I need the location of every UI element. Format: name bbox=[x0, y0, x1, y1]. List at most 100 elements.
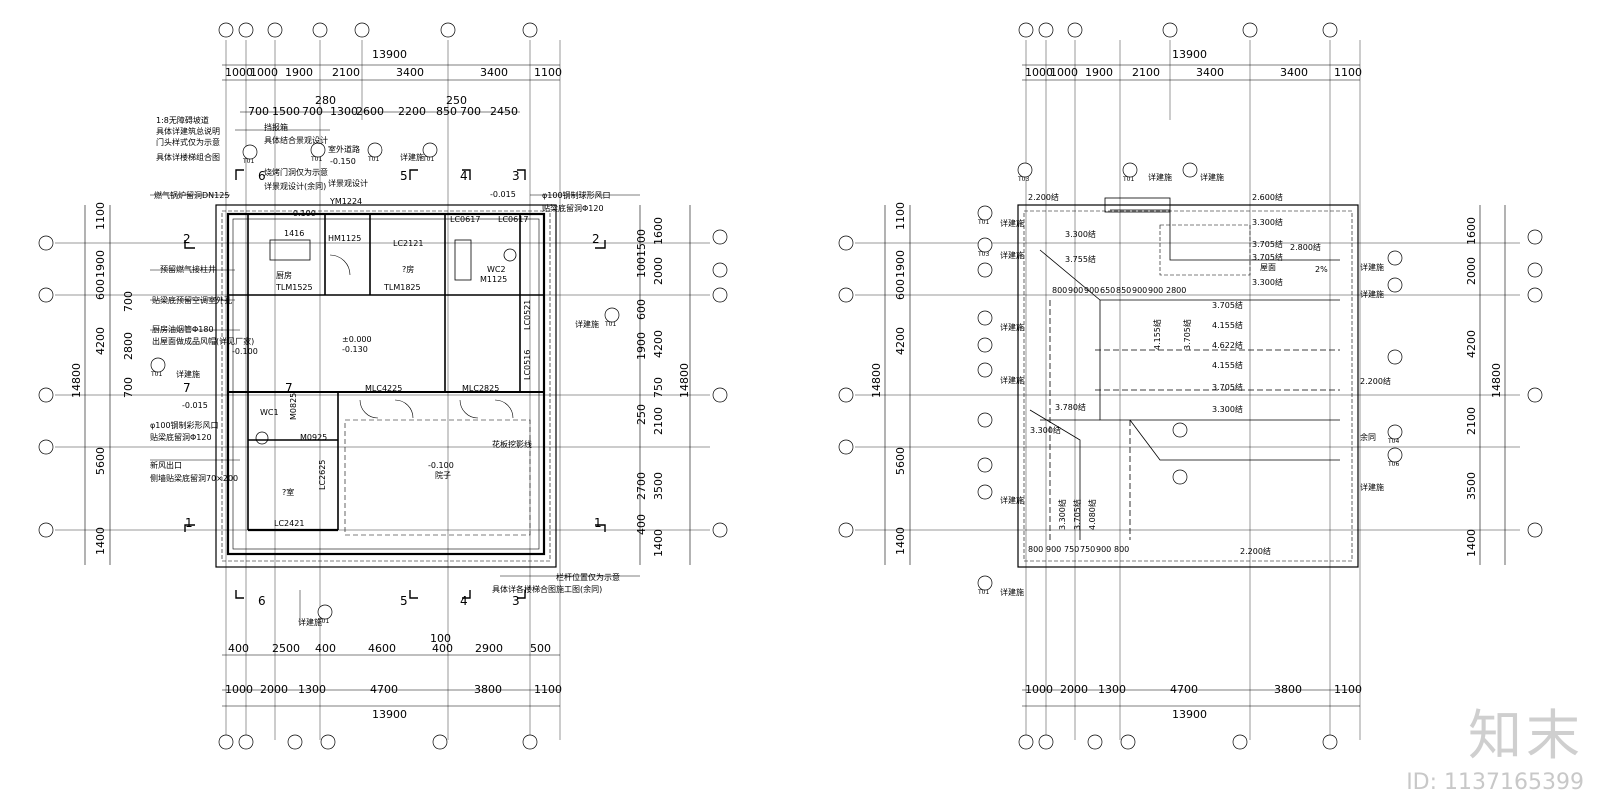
note: 预留燃气接柱井 bbox=[160, 264, 216, 274]
left-tags: LC2121 TLM1525 TLM1825 MLC4225 MLC2825 L… bbox=[274, 197, 532, 528]
left-annotations: 1:8无障碍坡道 具体详建筑总说明 门头样式仅为示意 具体详楼梯组合图 燃气锅炉… bbox=[150, 115, 620, 627]
dim-bmark: 100 bbox=[430, 632, 451, 645]
right-sub: 250 bbox=[635, 404, 648, 425]
window-tag: LC2121 bbox=[393, 239, 423, 248]
dim-seg: 1100 bbox=[1334, 66, 1362, 79]
dim-sub: 700 bbox=[460, 105, 481, 118]
detail-ref: T06 bbox=[1387, 461, 1399, 468]
note: 详建施 bbox=[1360, 262, 1384, 272]
dim-bseg: 3800 bbox=[474, 683, 502, 696]
note: 详建施 bbox=[400, 152, 424, 162]
elevation: 3.705结 bbox=[1252, 239, 1283, 249]
dim-sub: 700 bbox=[302, 105, 323, 118]
dim-bsub: 4600 bbox=[368, 642, 396, 655]
detail-ref: T01 bbox=[977, 219, 989, 226]
dim-sub: 700 bbox=[248, 105, 269, 118]
door-tag: TLM1525 bbox=[275, 283, 313, 292]
section-mark: 3 bbox=[512, 594, 520, 608]
dim-bsub: 400 bbox=[315, 642, 336, 655]
left-section-marks: 2 2 6 5 4 3 6 5 4 3 1 1 7 7 bbox=[183, 169, 602, 608]
left-seg: 1900 bbox=[894, 250, 907, 278]
elevation: 3.300结 bbox=[1252, 217, 1283, 227]
note: 详建施 bbox=[1360, 289, 1384, 299]
left-vertical-dims: 14800 1100 1900 600 4200 5600 1400 700 2… bbox=[70, 202, 691, 557]
right-sub: 1001500 bbox=[635, 229, 648, 278]
right-sub: 1900 bbox=[635, 332, 648, 360]
note: 1:8无障碍坡道 bbox=[156, 115, 209, 125]
right-axis-bubbles bbox=[838, 22, 1543, 750]
overall-dim-top: 13900 bbox=[1172, 48, 1207, 61]
note: 具体详建筑总说明 bbox=[156, 126, 220, 136]
dim-seg: 1000 bbox=[1025, 66, 1053, 79]
dim-bseg: 2000 bbox=[1060, 683, 1088, 696]
left-seg: 1400 bbox=[894, 527, 907, 555]
dim-seg: 1100 bbox=[534, 66, 562, 79]
elevation: 3.705结 bbox=[1212, 300, 1243, 310]
elevation: 3.705结 bbox=[1182, 319, 1192, 350]
note: 详建施 bbox=[1000, 218, 1024, 228]
left-seg: 5600 bbox=[894, 447, 907, 475]
sub-dim: 900 bbox=[1046, 545, 1061, 554]
dim-mark: 280 bbox=[315, 94, 336, 107]
dim-seg: 1000 bbox=[250, 66, 278, 79]
left-axis-bubbles bbox=[38, 22, 728, 750]
dim-bseg: 4700 bbox=[1170, 683, 1198, 696]
note: 详景观设计 bbox=[328, 178, 368, 188]
left-detail-refs: T01 T01 T01 T01 T01 T01 T01 bbox=[150, 156, 616, 625]
dim-sub: 2450 bbox=[490, 105, 518, 118]
right-sub: 2700 bbox=[635, 472, 648, 500]
right-total: 14800 bbox=[1490, 363, 1503, 398]
dim-seg: 3400 bbox=[1280, 66, 1308, 79]
section-mark: 4 bbox=[460, 169, 468, 183]
section-mark: 6 bbox=[258, 594, 266, 608]
note: 具体详各楼梯合图施工图(余同) bbox=[492, 584, 602, 594]
detail-ref: T01 bbox=[367, 156, 379, 163]
detail-ref: T01 bbox=[150, 371, 162, 378]
detail-ref: T04 bbox=[1387, 438, 1399, 445]
note: 详建施 bbox=[176, 369, 200, 379]
room-b: ?室 bbox=[282, 487, 294, 497]
note: 详建施 bbox=[1200, 172, 1224, 182]
left-seg: 1900 bbox=[94, 250, 107, 278]
note: 室外道路 bbox=[328, 144, 360, 154]
note: 贴梁底预留空调室外孔 bbox=[152, 295, 232, 305]
overall-dim-bottom: 13900 bbox=[1172, 708, 1207, 721]
sub-dim: 800 bbox=[1028, 545, 1043, 554]
note: 详建施 bbox=[1000, 250, 1024, 260]
right-detail-refs: T01 T03 T03 T01 T04 T06 T01 bbox=[977, 176, 1399, 596]
elevation: 3.705结 bbox=[1212, 382, 1243, 392]
dim-bseg: 1100 bbox=[1334, 683, 1362, 696]
right-dimension-text: 13900 13900 1000 1000 1900 2100 3400 340… bbox=[870, 48, 1503, 721]
dim-seg: 1900 bbox=[1085, 66, 1113, 79]
dim-sub: 2200 bbox=[398, 105, 426, 118]
note: 详建施 bbox=[1148, 172, 1172, 182]
tag: 1416 bbox=[284, 229, 304, 238]
right-roof-plan bbox=[855, 40, 1520, 740]
right-seg: 4200 bbox=[652, 330, 665, 358]
dim-bsub: 400 bbox=[228, 642, 249, 655]
elevation: 3.705结 bbox=[1252, 252, 1283, 262]
detail-ref: T03 bbox=[977, 251, 989, 258]
right-notes: 详建施 详建施 详建施 详建施 详建施 余同 屋面 2% 详建施 详建施 详建施… bbox=[1000, 172, 1384, 597]
elevation: 3.300结 bbox=[1212, 404, 1243, 414]
sub-dim: 750 bbox=[1064, 545, 1079, 554]
right-seg: 2000 bbox=[1465, 257, 1478, 285]
note: 详建施 bbox=[1000, 495, 1024, 505]
section-mark: 1 bbox=[185, 516, 193, 530]
elevation: 2.200结 bbox=[1028, 192, 1059, 202]
right-seg: 1400 bbox=[652, 529, 665, 557]
note: 门头样式仅为示意 bbox=[156, 137, 220, 147]
elevation: 3.755结 bbox=[1065, 254, 1096, 264]
section-mark: 1 bbox=[594, 516, 602, 530]
section-mark: 6 bbox=[258, 169, 266, 183]
right-seg: 3500 bbox=[1465, 472, 1478, 500]
room-kitchen: 厨房 bbox=[276, 270, 292, 280]
left-sub: 700 bbox=[122, 291, 135, 312]
left-dimension-text: 13900 13900 1000 1000 1900 2100 3400 340… bbox=[225, 48, 562, 721]
sub-dim: 900 bbox=[1068, 286, 1083, 295]
dim-seg: 1000 bbox=[1050, 66, 1078, 79]
note: 新风出口 bbox=[150, 460, 182, 470]
left-total: 14800 bbox=[70, 363, 83, 398]
room-a: ?房 bbox=[402, 264, 414, 274]
watermark-id: ID: 1137165399 bbox=[1406, 770, 1584, 795]
